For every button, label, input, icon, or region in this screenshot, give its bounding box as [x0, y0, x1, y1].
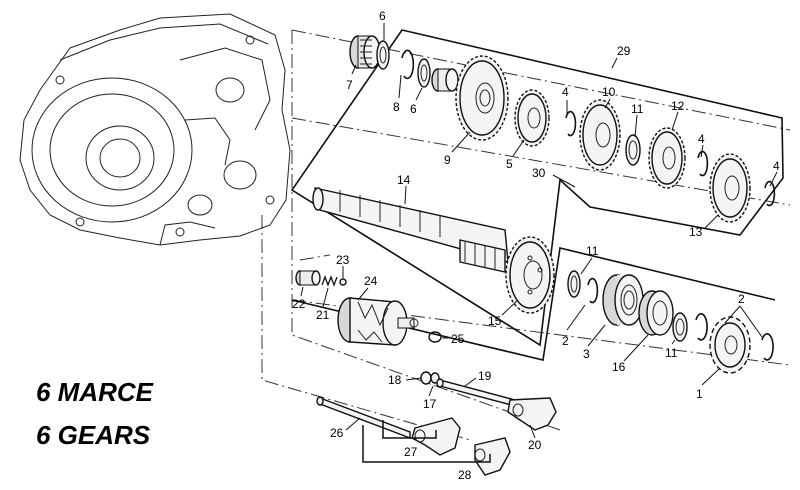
gear [648, 127, 686, 189]
o-ring [428, 331, 442, 343]
callout-label: 28 [458, 468, 472, 482]
callout-label: 21 [316, 308, 330, 322]
mainshaft [312, 187, 509, 273]
callout-label: 4 [773, 159, 780, 173]
crankcase-half [19, 13, 291, 246]
callout-label: 24 [364, 274, 378, 288]
callout-label: 12 [671, 99, 685, 113]
callout-label: 20 [528, 438, 542, 452]
callout-label: 9 [444, 153, 451, 167]
drive-sprocket [709, 316, 751, 374]
callout-label: 25 [451, 332, 465, 346]
shift-fork [507, 397, 557, 431]
callout-label: 15 [488, 314, 502, 328]
callout-label: 6 [379, 9, 386, 23]
detent-spring [321, 275, 338, 287]
thrust-washer [417, 58, 431, 88]
fork-shaft [436, 378, 516, 407]
callout-label: 19 [478, 369, 492, 383]
callout-label: 10 [602, 85, 616, 99]
caption-line-english: 6 GEARS [36, 420, 151, 450]
leader-lines [300, 23, 778, 439]
callout-label: 29 [617, 44, 631, 58]
callout-label: 1 [696, 387, 703, 401]
callout-label: 27 [404, 445, 418, 459]
callout-label: 14 [397, 173, 411, 187]
thrust-washer [376, 40, 390, 70]
callout-label: 2 [738, 292, 745, 306]
needle-bearing [349, 35, 381, 69]
ball-bearing [602, 274, 644, 326]
callout-label: 4 [698, 132, 705, 146]
callout-label: 17 [423, 397, 437, 411]
callout-label: 16 [612, 360, 626, 374]
gear [455, 55, 509, 141]
bracket-28 [362, 425, 491, 463]
callout-label: 4 [562, 85, 569, 99]
callout-label: 26 [330, 426, 344, 440]
callout-label: 11 [665, 346, 678, 360]
callout-label: 23 [336, 253, 350, 267]
callout-label: 11 [631, 102, 644, 116]
callout-labels: 6 7 8 6 29 9 5 4 10 11 12 4 4 30 13 14 1… [292, 9, 780, 482]
callout-label: 11 [586, 244, 599, 258]
gear [514, 89, 550, 147]
callout-label: 3 [583, 347, 590, 361]
circlip [401, 49, 415, 80]
callout-label: 22 [292, 297, 306, 311]
callout-label: 5 [506, 157, 513, 171]
shift-fork [474, 437, 511, 476]
callout-label: 2 [562, 334, 569, 348]
callout-label: 30 [532, 166, 546, 180]
assembly-outlines [290, 29, 784, 361]
detent-ball [339, 278, 347, 286]
gear [505, 236, 555, 314]
callout-label: 7 [346, 78, 353, 92]
detent-pin [295, 270, 321, 286]
bracket-27 [382, 420, 437, 439]
callout-label: 8 [393, 100, 400, 114]
callout-label: 18 [388, 373, 402, 387]
callout-label: 6 [410, 102, 417, 116]
shift-drum [337, 297, 419, 346]
caption-line-italian: 6 MARCE [36, 377, 154, 407]
gear [709, 153, 751, 223]
spacer-bushing [431, 68, 459, 92]
gear [579, 99, 621, 171]
oil-seal [638, 290, 674, 336]
callout-label: 13 [689, 225, 703, 239]
nut [420, 371, 440, 385]
